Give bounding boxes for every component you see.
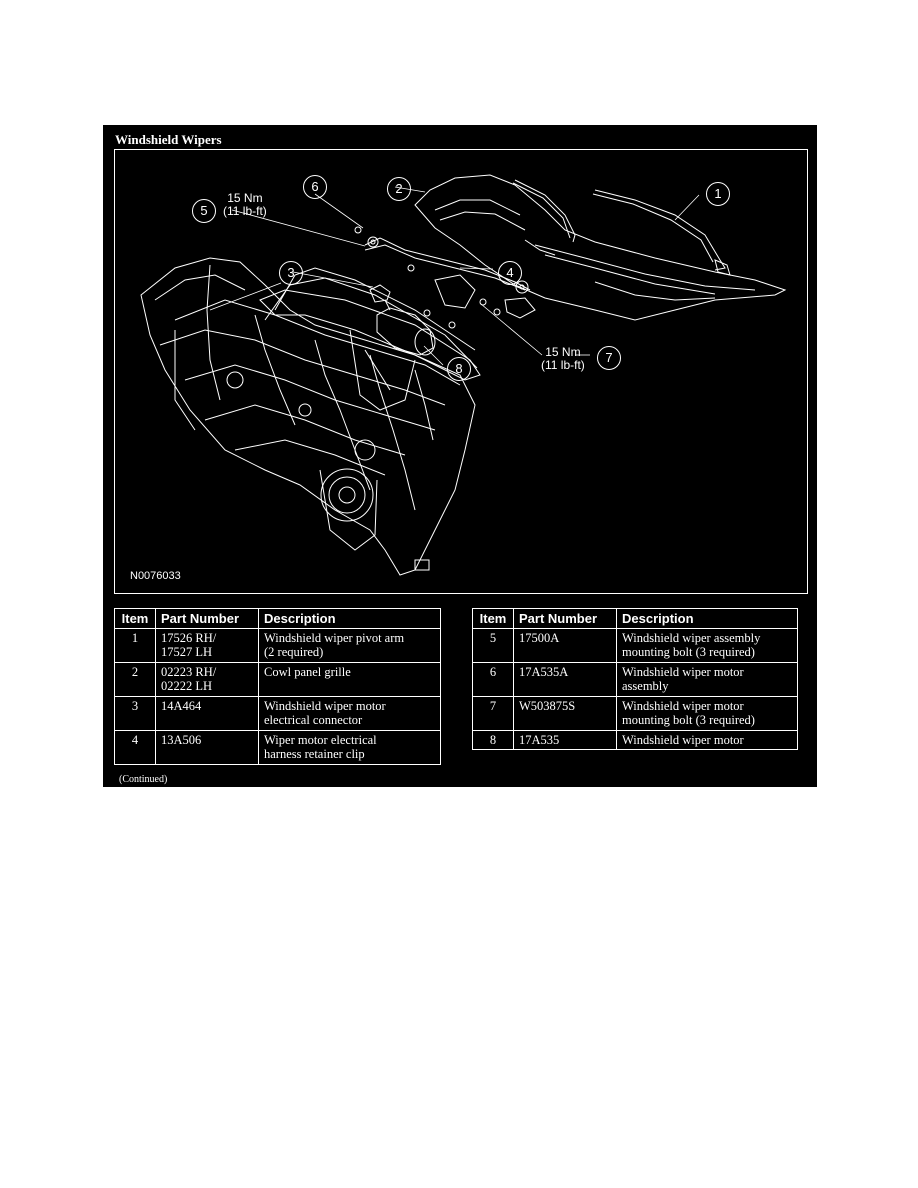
header-item: Item bbox=[472, 608, 514, 629]
table-row: 8 17A535 Windshield wiper motor bbox=[472, 730, 798, 750]
cell-item: 4 bbox=[114, 730, 156, 765]
cell-part-number: 02223 RH/ 02222 LH bbox=[155, 662, 259, 697]
callout-8: 8 bbox=[447, 357, 471, 381]
cell-part-number: 17500A bbox=[513, 628, 617, 663]
cell-description: Windshield wiper motor bbox=[616, 730, 798, 750]
callout-2: 2 bbox=[387, 177, 411, 201]
header-part-number: Part Number bbox=[513, 608, 617, 629]
torque-spec-7-metric: 15 Nm bbox=[545, 345, 581, 359]
cell-description: Windshield wiper motor electrical connec… bbox=[258, 696, 441, 731]
cell-item: 1 bbox=[114, 628, 156, 663]
cell-part-number: 14A464 bbox=[155, 696, 259, 731]
table-row: 4 13A506 Wiper motor electrical harness … bbox=[114, 730, 441, 765]
cell-item: 2 bbox=[114, 662, 156, 697]
continued-note: (Continued) bbox=[119, 774, 168, 785]
table-row: 1 17526 RH/ 17527 LH Windshield wiper pi… bbox=[114, 628, 441, 663]
panel-title: Windshield Wipers bbox=[115, 132, 222, 147]
cell-description: Windshield wiper motor mounting bolt (3 … bbox=[616, 696, 798, 731]
table-row: 3 14A464 Windshield wiper motor electric… bbox=[114, 696, 441, 731]
table-row: 6 17A535A Windshield wiper motor assembl… bbox=[472, 662, 798, 697]
callout-5: 5 bbox=[192, 199, 216, 223]
parts-table-left: Item Part Number Description 1 17526 RH/… bbox=[114, 608, 441, 765]
wiper-illustration bbox=[140, 174, 787, 576]
torque-spec-7: 15 Nm (11 lb-ft) bbox=[541, 346, 585, 372]
cell-part-number: W503875S bbox=[513, 696, 617, 731]
table-row: 5 17500A Windshield wiper assembly mount… bbox=[472, 628, 798, 663]
cell-item: 7 bbox=[472, 696, 514, 731]
figure-code: N0076033 bbox=[130, 570, 181, 582]
table-row: 7 W503875S Windshield wiper motor mounti… bbox=[472, 696, 798, 731]
callout-1: 1 bbox=[706, 182, 730, 206]
cell-description: Windshield wiper pivot arm (2 required) bbox=[258, 628, 441, 663]
figure-panel: Windshield Wipers bbox=[103, 125, 817, 787]
cell-description: Wiper motor electrical harness retainer … bbox=[258, 730, 441, 765]
table-row: 2 02223 RH/ 02222 LH Cowl panel grille bbox=[114, 662, 441, 697]
torque-spec-7-imperial: (11 lb-ft) bbox=[541, 358, 585, 372]
torque-spec-5: 15 Nm (11 lb-ft) bbox=[223, 192, 267, 218]
cell-part-number: 17A535 bbox=[513, 730, 617, 750]
cell-description: Cowl panel grille bbox=[258, 662, 441, 697]
callout-6: 6 bbox=[303, 175, 327, 199]
torque-spec-5-imperial: (11 lb-ft) bbox=[223, 204, 267, 218]
cell-part-number: 17A535A bbox=[513, 662, 617, 697]
callout-7: 7 bbox=[597, 346, 621, 370]
cell-description: Windshield wiper assembly mounting bolt … bbox=[616, 628, 798, 663]
cell-part-number: 17526 RH/ 17527 LH bbox=[155, 628, 259, 663]
table-header-row: Item Part Number Description bbox=[114, 608, 441, 629]
header-item: Item bbox=[114, 608, 156, 629]
callout-4: 4 bbox=[498, 261, 522, 285]
exploded-diagram: 1 2 3 4 5 6 7 8 15 Nm (11 lb-ft) 15 Nm (… bbox=[114, 149, 808, 594]
torque-spec-5-metric: 15 Nm bbox=[227, 191, 263, 205]
cell-item: 5 bbox=[472, 628, 514, 663]
cell-item: 3 bbox=[114, 696, 156, 731]
header-part-number: Part Number bbox=[155, 608, 259, 629]
cell-item: 6 bbox=[472, 662, 514, 697]
header-description: Description bbox=[258, 608, 441, 629]
cell-part-number: 13A506 bbox=[155, 730, 259, 765]
parts-table-right: Item Part Number Description 5 17500A Wi… bbox=[472, 608, 798, 750]
table-header-row: Item Part Number Description bbox=[472, 608, 798, 629]
callout-3: 3 bbox=[279, 261, 303, 285]
cell-description: Windshield wiper motor assembly bbox=[616, 662, 798, 697]
header-description: Description bbox=[616, 608, 798, 629]
cell-item: 8 bbox=[472, 730, 514, 750]
